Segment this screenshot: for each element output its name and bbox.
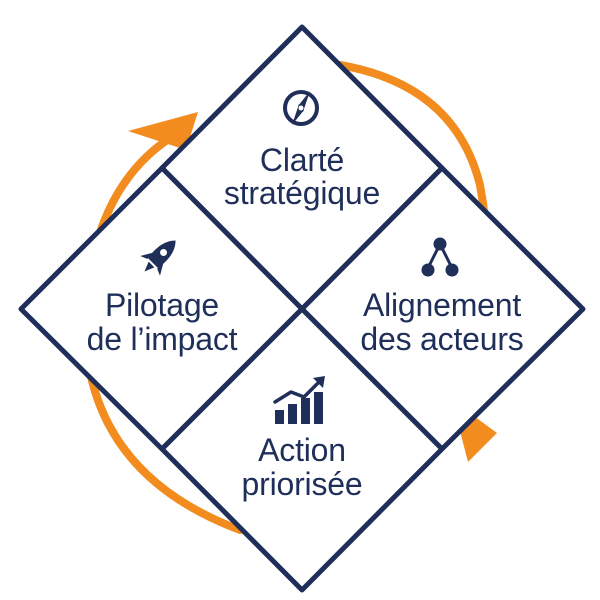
quadrant-bottom-line-2: priorisée xyxy=(242,466,363,502)
quadrant-bottom-line-1: Action xyxy=(258,432,346,468)
diamond-bottom xyxy=(159,306,445,593)
rocket-icon xyxy=(140,240,176,276)
hierarchy-icon xyxy=(421,237,459,277)
quadrant-top-line-2: stratégique xyxy=(224,175,380,211)
compass-icon xyxy=(283,90,319,126)
quadrant-right-line-1: Alignement xyxy=(363,287,521,323)
diamond-grid xyxy=(18,24,586,593)
quadrant-left-line-2: de l’impact xyxy=(87,321,238,357)
cycle-arrowhead-top-left xyxy=(128,112,198,150)
quadrant-left-line-1: Pilotage xyxy=(105,287,219,323)
quadrant-right-line-2: des acteurs xyxy=(360,321,523,357)
quadrant-top-line-1: Clarté xyxy=(260,142,344,178)
growth-chart-icon xyxy=(273,376,325,424)
